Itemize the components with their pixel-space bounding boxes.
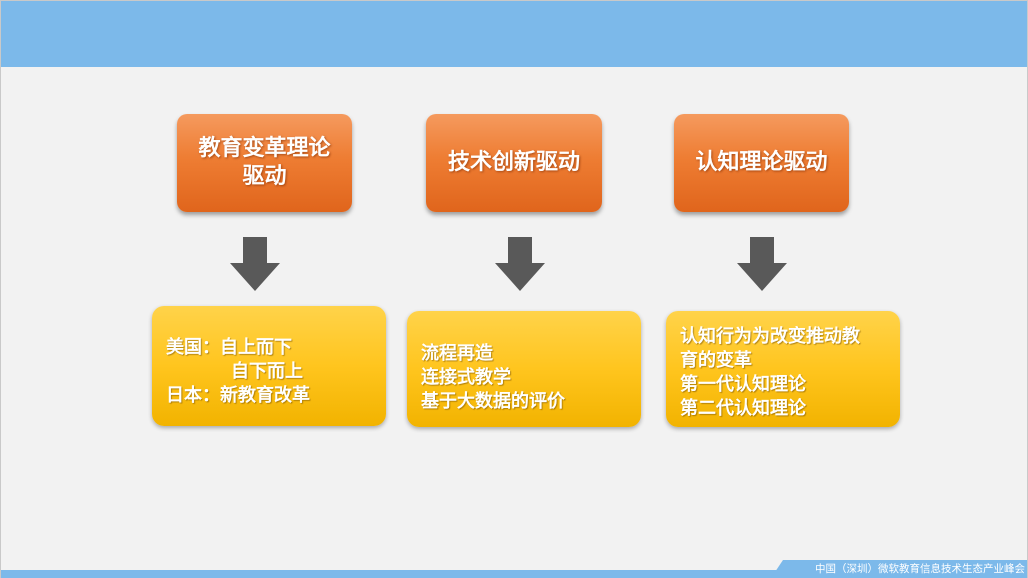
down-arrow-icon bbox=[495, 237, 545, 291]
footer-tab bbox=[771, 560, 1027, 578]
driver-label: 技术创新驱动 bbox=[447, 150, 580, 175]
detail-line: 认知行为为改变推动教 bbox=[680, 326, 860, 347]
detail-line: 日本：新教育改革 bbox=[166, 385, 310, 406]
detail-line: 第一代认知理论 bbox=[680, 374, 806, 395]
driver-label: 认知理论驱动 bbox=[695, 150, 828, 175]
footer-bar bbox=[1, 570, 1027, 578]
detail-line: 美国：自上而下 bbox=[166, 337, 292, 358]
detail-line: 育的变革 bbox=[680, 350, 752, 371]
detail-line: 基于大数据的评价 bbox=[421, 391, 565, 412]
driver-label: 教育变革理论 bbox=[198, 136, 331, 161]
down-arrow-icon bbox=[230, 237, 280, 291]
detail-box-cognitive-theory: 认知行为为改变推动教 育的变革 第一代认知理论 第二代认知理论 bbox=[666, 311, 900, 427]
driver-label: 驱动 bbox=[242, 164, 287, 189]
footer-text: 中国（深圳）微软教育信息技术生态产业峰会 bbox=[815, 563, 1025, 575]
detail-line: 流程再造 bbox=[421, 343, 493, 364]
down-arrow-icon bbox=[737, 237, 787, 291]
detail-line: 第二代认知理论 bbox=[680, 398, 806, 419]
detail-line: 自下而上 bbox=[231, 361, 303, 382]
driver-box-education-reform: 教育变革理论 驱动 bbox=[177, 114, 352, 212]
header-band bbox=[1, 1, 1027, 67]
driver-box-cognitive-theory: 认知理论驱动 bbox=[674, 114, 849, 212]
driver-box-tech-innovation: 技术创新驱动 bbox=[426, 114, 602, 212]
detail-line: 连接式教学 bbox=[421, 367, 511, 388]
detail-box-tech-innovation: 流程再造 连接式教学 基于大数据的评价 bbox=[407, 311, 641, 427]
detail-box-education-reform: 美国：自上而下 自下而上 日本：新教育改革 bbox=[152, 306, 386, 426]
